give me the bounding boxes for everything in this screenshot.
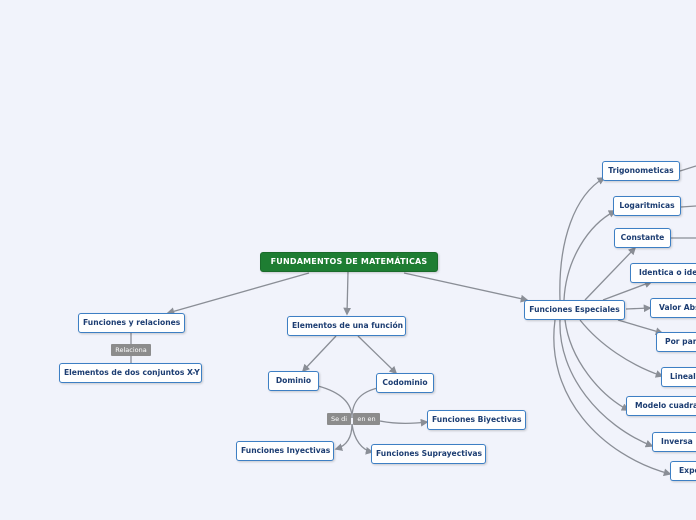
topic-elementos-funcion[interactable]: Elementos de una función	[287, 316, 406, 336]
topic-constante[interactable]: Constante	[614, 228, 671, 248]
topic-lineal[interactable]: Lineal	[661, 367, 696, 387]
connector-trig-out	[679, 165, 696, 172]
topic-logaritmicas[interactable]: Logaritmicas	[613, 196, 681, 216]
topic-dominio[interactable]: Dominio	[268, 371, 319, 391]
topic-exponencial[interactable]: Exponencial	[670, 461, 696, 481]
link-label-se-di: Se di	[327, 413, 351, 425]
connector-log-out	[680, 205, 696, 208]
connector-esp-identica	[602, 280, 653, 301]
connector-elementos-codominio	[357, 335, 398, 375]
topic-funciones-relaciones[interactable]: Funciones y relaciones	[78, 313, 185, 333]
topic-inversa[interactable]: Inversa	[652, 432, 696, 452]
connector-root-relaciones	[166, 272, 310, 316]
topic-funciones-suprayectivas[interactable]: Funciones Suprayectivas	[371, 444, 486, 464]
connector-esp-inversa	[559, 319, 654, 448]
connector-codominio-curve	[351, 387, 379, 419]
connector-to-biyectivas	[379, 418, 429, 427]
topic-funciones-inyectivas[interactable]: Funciones Inyectivas	[236, 441, 334, 461]
connector-esp-lineal	[579, 319, 664, 378]
connector-esp-logaritmicas	[563, 210, 617, 301]
root-topic[interactable]: FUNDAMENTOS DE MATEMÁTICAS	[260, 252, 438, 272]
topic-codominio[interactable]: Codominio	[376, 373, 434, 393]
topic-elementos-conjuntos[interactable]: Elementos de dos conjuntos X-Y	[59, 363, 202, 383]
topic-funciones-biyectivas[interactable]: Funciones Biyectivas	[427, 410, 526, 430]
link-label-relaciona: Relaciona	[111, 344, 151, 356]
topic-trigonometicas[interactable]: Trigonometicas	[602, 161, 680, 181]
connector-esp-exponencial	[553, 319, 672, 477]
topic-identica-identidad[interactable]: Identica o identidad	[630, 263, 696, 283]
topic-valor-absoluto[interactable]: Valor Absoluto	[650, 298, 696, 318]
connector-root-especiales	[403, 272, 529, 303]
connector-esp-trigonometicas	[559, 177, 606, 301]
connector-esp-cuadratico	[564, 319, 630, 411]
connector-elementos-dominio	[301, 335, 337, 373]
topic-por-partes[interactable]: Por partes	[656, 332, 696, 352]
link-label-en-en: en en	[353, 413, 380, 425]
connector-esp-constante	[584, 246, 637, 301]
topic-modelo-cuadratico[interactable]: Modelo cuadratico	[626, 396, 696, 416]
connector-root-elementos	[343, 271, 352, 316]
connector-esp-porpartes	[617, 319, 664, 335]
topic-funciones-especiales[interactable]: Funciones Especiales	[524, 300, 625, 320]
connector-esp-valorabs	[625, 304, 652, 313]
connector-to-suprayectivas	[351, 423, 374, 455]
connector-to-inyectivas	[334, 423, 353, 451]
